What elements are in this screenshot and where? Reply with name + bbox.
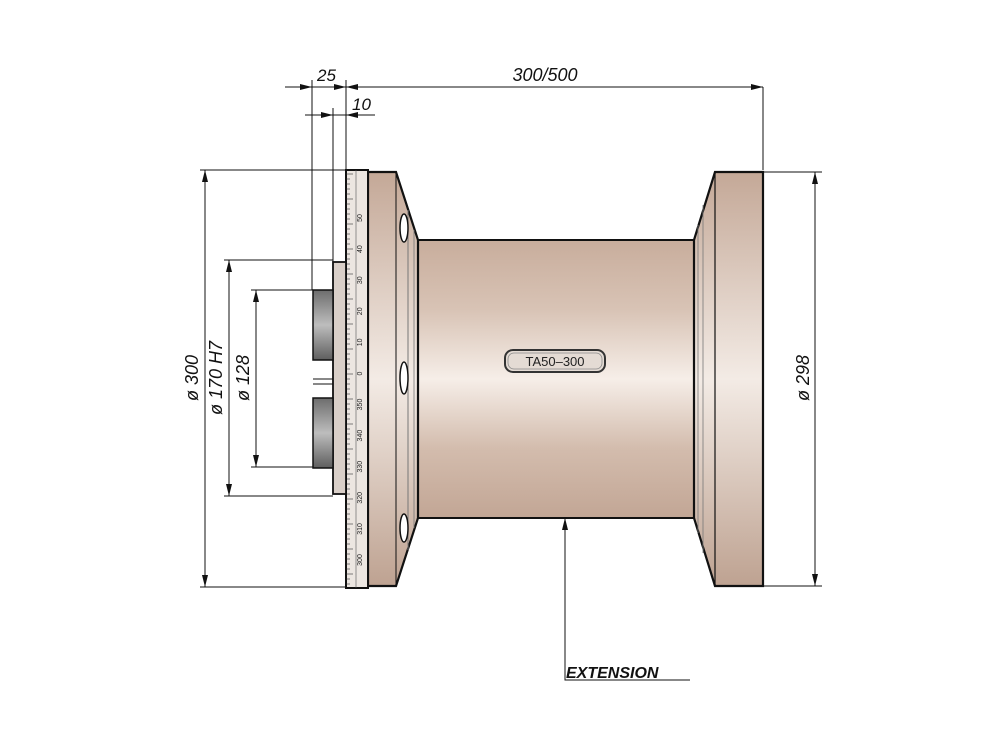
dim-flange-thickness: 25 [316,66,336,85]
dim-diameter-outer: ø 300 [182,355,202,401]
scale-label: 310 [357,523,364,535]
right-flange [692,170,765,588]
scale-labels: 50 40 30 20 10 0 350 340 330 320 310 300 [357,214,364,566]
scale-label: 320 [357,492,364,504]
bolt-hole-top [399,213,409,243]
scale-label: 40 [357,245,364,253]
dim-diameter-right: ø 298 [793,355,813,401]
scale-label: 30 [357,276,364,284]
left-flange [366,170,420,588]
cylinder-body [417,239,695,519]
scale-label: 340 [357,430,364,442]
scale-label: 0 [357,371,364,375]
dim-diameter-bore: ø 170 H7 [206,340,226,415]
pilot-spigot [312,261,347,495]
dim-diameter-pilot: ø 128 [233,355,253,401]
dimension-lines [200,80,822,681]
scale-label: 330 [357,461,364,473]
scale-label: 10 [357,338,364,346]
scale-label: 20 [357,307,364,315]
scale-label: 50 [357,214,364,222]
part-nameplate: TA50–300 [504,349,606,373]
scale-label: 300 [357,554,364,566]
extension-callout-label: EXTENSION [566,665,659,682]
scale-label: 350 [357,399,364,411]
part-name-label: TA50–300 [525,354,584,369]
dim-length: 300/500 [512,65,577,85]
bolt-hole-bottom [399,513,409,543]
dim-scale-offset: 10 [352,95,371,114]
extension-body [366,170,765,588]
angle-scale-ring: 50 40 30 20 10 0 350 340 330 320 310 300 [345,169,369,589]
bolt-hole-middle [399,361,409,395]
dimension-arrows [202,84,818,587]
scale-ticks [346,173,353,585]
